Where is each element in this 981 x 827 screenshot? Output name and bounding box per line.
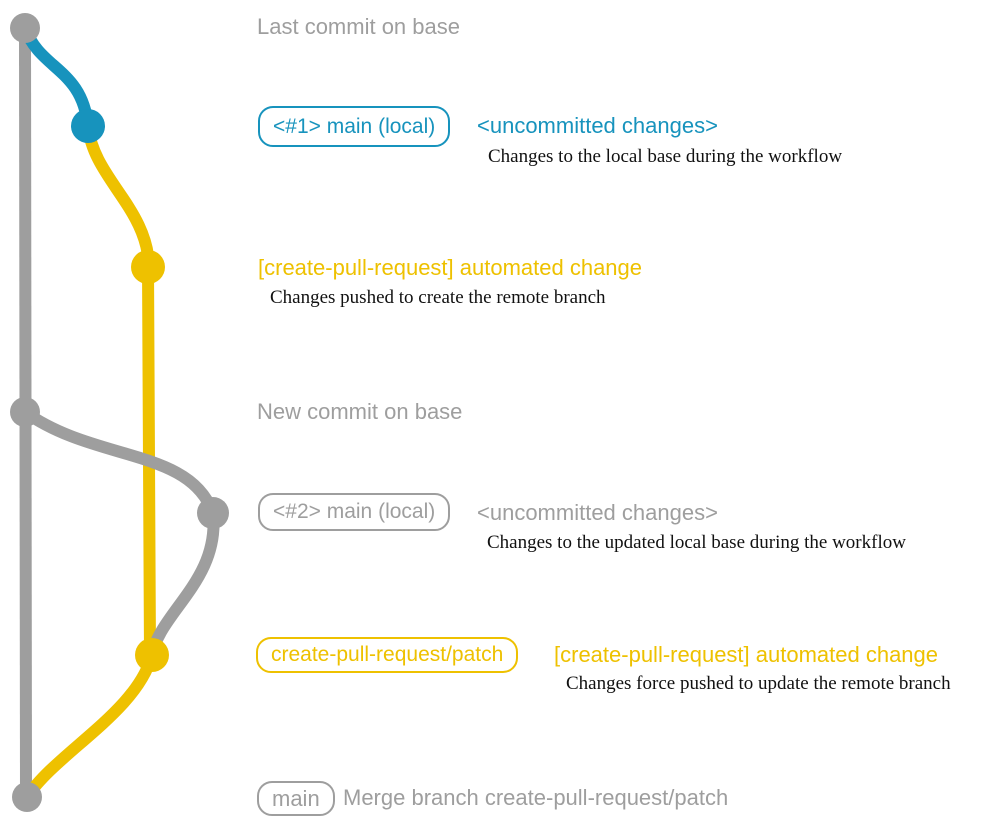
main-local-2-branch-curve — [19, 406, 219, 519]
main-local-2-to-patch-curve — [146, 507, 220, 661]
branch-label-main-local-2-text: <#2> main (local) — [273, 500, 436, 523]
branch-label-patch-text: create-pull-request/patch — [271, 643, 504, 666]
branch-label-main-local-2: <#2> main (local) — [258, 493, 451, 531]
commit-message-automated-change-2: [create-pull-request] automated change — [554, 642, 939, 667]
commit-message-automated-change-1: [create-pull-request] automated change — [258, 255, 643, 280]
commit-graph — [10, 13, 229, 812]
branch-label-patch: create-pull-request/patch — [256, 637, 519, 673]
branch-label-main-local-1-text: <#1> main (local) — [273, 114, 436, 138]
commit-dot-new-on-base — [10, 397, 40, 427]
commit-dot-main-local-2 — [197, 497, 229, 529]
patch-branch-curve-1 — [82, 120, 155, 273]
commit-dot-last-on-base — [10, 13, 40, 43]
commit-dot-main-local-1 — [71, 109, 105, 143]
commit-message-new-on-base: New commit on base — [257, 399, 463, 424]
commit-dot-automated-change-2 — [135, 638, 169, 672]
description-force-pushed-update-remote: Changes force pushed to update the remot… — [566, 673, 951, 694]
branch-label-main-text: main — [272, 785, 320, 811]
description-pushed-create-remote: Changes pushed to create the remote bran… — [270, 287, 606, 308]
main-local-1-branch-line — [19, 22, 94, 132]
patch-branch-merge-curve — [21, 649, 158, 803]
branch-label-main-local-1: <#1> main (local) — [258, 106, 451, 147]
commit-dot-merge-main — [12, 782, 42, 812]
commit-message-uncommitted-changes-1: <uncommitted changes> — [477, 113, 718, 138]
description-local-base-changes-1: Changes to the local base during the wor… — [488, 146, 843, 167]
commit-dot-automated-change-1 — [131, 250, 165, 284]
commit-message-uncommitted-changes-2: <uncommitted changes> — [477, 500, 718, 525]
description-local-base-changes-2: Changes to the updated local base during… — [487, 532, 906, 553]
commit-message-merge-branch: Merge branch create-pull-request/patch — [343, 785, 729, 810]
branch-label-main: main — [257, 781, 335, 816]
commit-message-last-on-base: Last commit on base — [257, 14, 460, 39]
